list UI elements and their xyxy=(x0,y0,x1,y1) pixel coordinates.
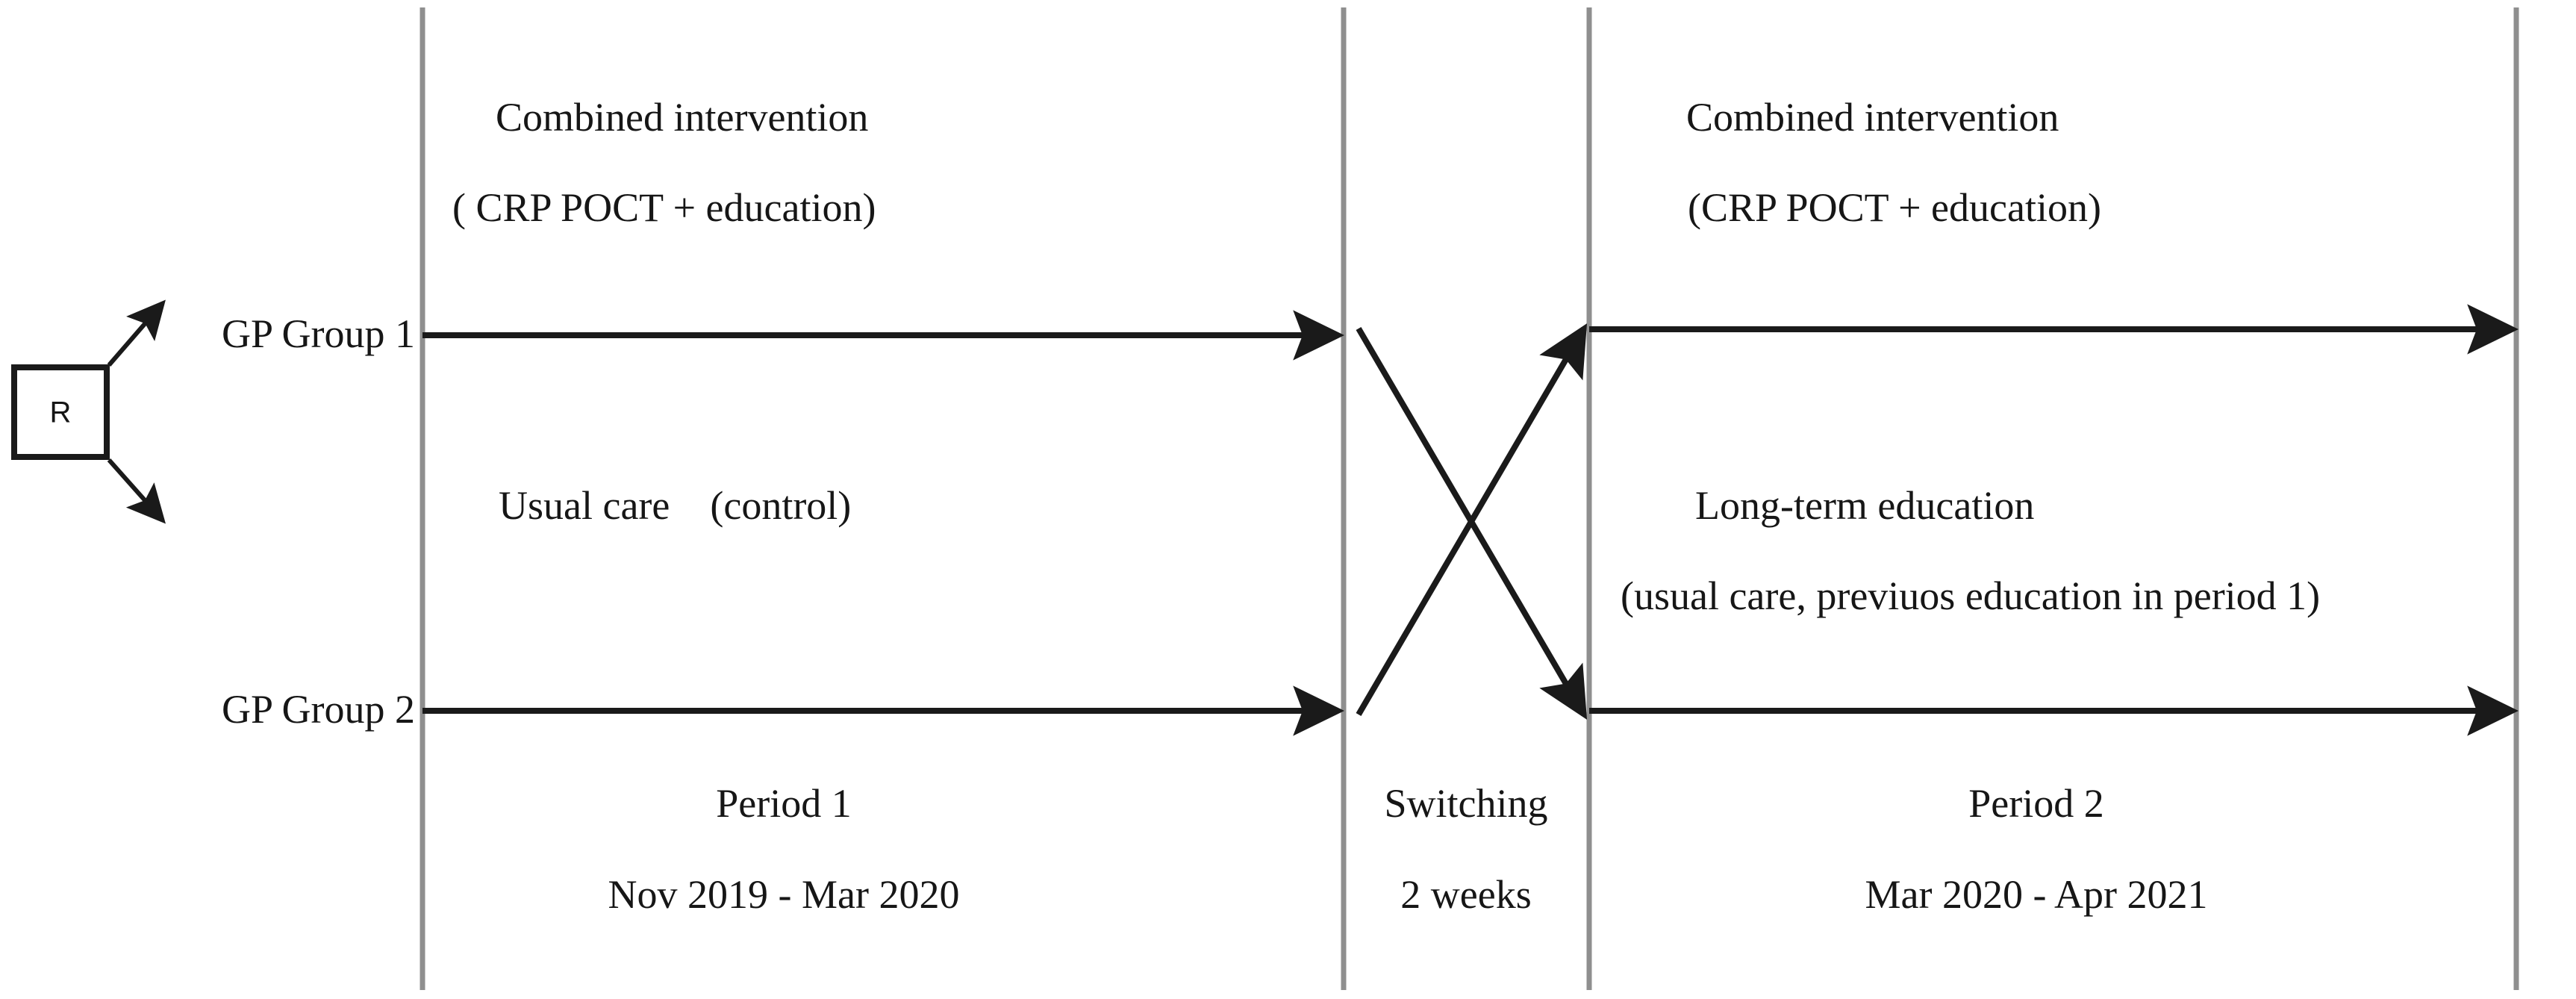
period1-footer-title: Period 1 xyxy=(716,781,852,826)
period2-arm1-caption-line1: Combined intervention xyxy=(1686,95,2059,140)
period2-footer-dates: Mar 2020 - Apr 2021 xyxy=(1865,872,2208,917)
group-label-gp-group-2: GP Group 2 xyxy=(221,687,415,732)
randomization-box-label: R xyxy=(49,396,72,429)
randomization-arrow-to-group1 xyxy=(107,299,166,367)
switching-footer-dates: 2 weeks xyxy=(1400,872,1532,917)
group-label-gp-group-1: GP Group 1 xyxy=(221,311,415,356)
period1-footer-dates: Nov 2019 - Mar 2020 xyxy=(608,872,960,917)
period2-footer-title: Period 2 xyxy=(1968,781,2104,826)
period2-arm2-caption-line2: (usual care, previuos education in perio… xyxy=(1621,573,2321,618)
switch-arrow-group2-to-upper xyxy=(1356,323,1588,717)
randomization-arrow-to-group2 xyxy=(107,458,166,524)
period2-arm2-caption-line1: Long-term education xyxy=(1695,483,2035,528)
period1-arm1-caption-line1: Combined intervention xyxy=(496,95,869,140)
randomization-box xyxy=(11,364,110,460)
column-divider-lines xyxy=(420,7,2519,990)
switching-footer-title: Switching xyxy=(1384,781,1548,826)
period2-arm1-caption-line2: (CRP POCT + education) xyxy=(1688,185,2101,230)
period1-arm1-caption-line2: ( CRP POCT + education) xyxy=(452,185,876,230)
period1-arm2-caption-line1: Usual care (control) xyxy=(499,483,852,528)
